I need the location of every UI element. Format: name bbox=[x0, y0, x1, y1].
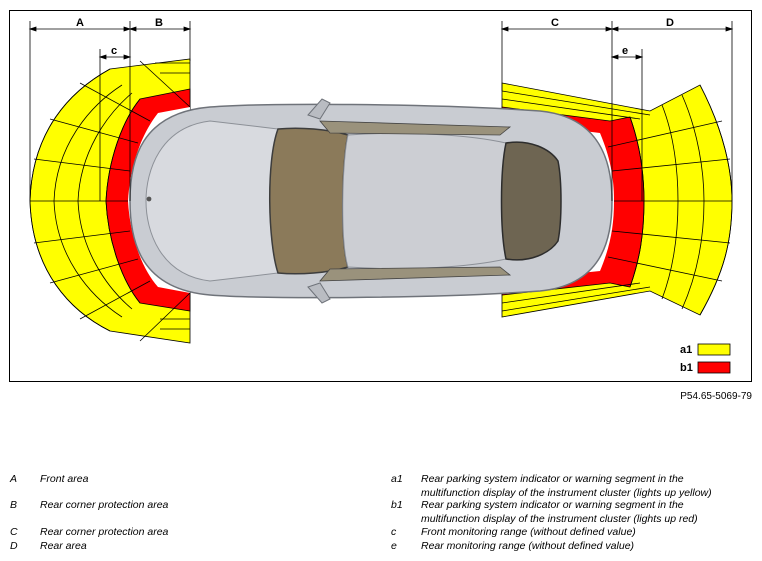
color-key: a1 b1 bbox=[680, 343, 731, 374]
legend-text: Front monitoring range (without defined … bbox=[421, 526, 636, 538]
legend-key: C bbox=[10, 526, 18, 538]
dim-label-D: D bbox=[666, 17, 674, 29]
legend-key: a1 bbox=[391, 473, 403, 485]
side-window-bottom bbox=[319, 266, 512, 282]
legend-row-a1: a1 Rear parking system indicator or warn… bbox=[391, 472, 751, 500]
parking-sensor-diagram: A B c C D e a1 b1 bbox=[28, 17, 734, 374]
key-swatch-b1 bbox=[697, 361, 731, 374]
dim-label-A: A bbox=[76, 17, 84, 29]
legend-text: Rear area bbox=[40, 540, 87, 552]
mirror-top bbox=[307, 98, 331, 120]
legend-text: Rear corner protection area bbox=[40, 499, 169, 511]
dim-label-c: c bbox=[111, 45, 117, 57]
legend-key: e bbox=[391, 540, 397, 552]
roof bbox=[342, 132, 507, 270]
legend-text: Rear parking system indicator or warning… bbox=[421, 473, 712, 499]
dim-label-e: e bbox=[622, 45, 628, 57]
windshield bbox=[268, 127, 349, 275]
key-label-a1: a1 bbox=[680, 344, 692, 356]
diagram-frame: A B c C D e a1 b1 bbox=[9, 10, 752, 382]
mirror-bottom bbox=[307, 282, 331, 304]
legend-text: Rear monitoring range (without defined v… bbox=[421, 540, 635, 552]
legend-key: A bbox=[10, 473, 18, 485]
dim-label-B: B bbox=[155, 17, 163, 29]
legend-text: Rear parking system indicator or warning… bbox=[421, 499, 698, 525]
emblem bbox=[146, 196, 152, 202]
legend-row-b1: b1 Rear parking system indicator or warn… bbox=[391, 498, 751, 526]
legend-key: b1 bbox=[391, 499, 403, 511]
key-label-b1: b1 bbox=[680, 362, 693, 374]
vehicle-top-view bbox=[129, 98, 613, 304]
side-window-top bbox=[319, 120, 512, 136]
legend-key: B bbox=[10, 499, 18, 511]
dim-label-C: C bbox=[551, 17, 559, 29]
legend-key: D bbox=[10, 540, 18, 552]
figure-id: P54.65-5069-79 bbox=[680, 391, 752, 402]
dimension-lines bbox=[28, 21, 734, 201]
legend-text: Rear corner protection area bbox=[40, 526, 169, 538]
car-hood bbox=[145, 120, 279, 282]
legend-text: Front area bbox=[40, 473, 89, 485]
legend-key: c bbox=[391, 526, 397, 538]
key-swatch-a1 bbox=[697, 343, 731, 356]
rear-window bbox=[500, 141, 562, 261]
